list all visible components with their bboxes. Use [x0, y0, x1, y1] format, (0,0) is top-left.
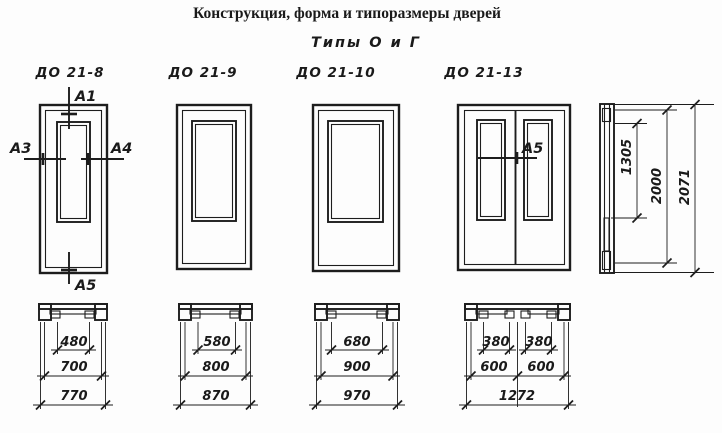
door4-left-glazing-inner [479, 122, 503, 218]
sec4-head-bar [464, 303, 571, 310]
plan-section-do21-10: 680 900 970 [309, 303, 405, 411]
section-mark-a3: А3 [9, 141, 31, 157]
sec2-extension-lines [180, 322, 251, 409]
side-top-notch [601, 107, 612, 123]
door-type-label-do21-8: ДО 21-8 [35, 65, 105, 81]
door1-frame-outer [38, 103, 109, 275]
sec4-extension-lines [466, 322, 569, 409]
sec3-left-jamb [314, 303, 328, 321]
side-leaf-edge [599, 103, 615, 274]
dim-label-380-left: 380 [482, 335, 509, 350]
sec3-right-stile [376, 310, 387, 319]
door1-glazing-outer [56, 121, 91, 223]
door-elevation-do21-13: А5 [456, 103, 572, 272]
door4-left-glazing-outer [476, 119, 506, 221]
section-mark-a4: А4 [110, 141, 132, 157]
sec1-left-stile [50, 310, 61, 319]
dim-label-600-left: 600 [480, 360, 507, 375]
dim-label-2071: 2071 [678, 169, 693, 205]
dim-label-700: 700 [60, 360, 87, 375]
sec1-extension-lines [40, 322, 106, 409]
door2-glazing-outer [191, 120, 237, 222]
sec2-right-jamb [239, 303, 253, 321]
side-lower-panel [603, 217, 610, 252]
plan-section-do21-9: 580 800 870 [173, 303, 258, 411]
dim-label-770: 770 [60, 389, 87, 404]
dim-label-580: 580 [203, 335, 230, 350]
sec4-right-stile [546, 310, 557, 319]
sec2-left-jamb [178, 303, 192, 321]
dim-label-480: 480 [59, 335, 87, 350]
door2-glazing-inner [194, 123, 234, 219]
dim-label-900: 900 [343, 360, 370, 375]
sec4-left-stile [478, 310, 489, 319]
sec1-leaf-bar [49, 308, 97, 315]
plan-section-do21-13: 380 380 600 600 1272 [459, 303, 576, 411]
type-labels: ДО 21-8 ДО 21-9 ДО 21-10 ДО 21-13 [35, 65, 523, 81]
sec2-left-stile [190, 310, 201, 319]
door-elevation-do21-8: А1 А3 А4 А5 [9, 87, 132, 294]
dim-label-1305: 1305 [620, 139, 635, 175]
sec4-left-jamb [464, 303, 478, 321]
sec4-center-left-stile [504, 310, 515, 319]
sec4-center-right-stile [520, 310, 531, 319]
dim-label-600-right: 600 [527, 360, 554, 375]
plan-section-do21-8: 480 700 770 [33, 303, 113, 411]
sec3-left-stile [326, 310, 337, 319]
door-type-label-do21-10: ДО 21-10 [295, 65, 375, 81]
dim-label-380-right: 380 [525, 335, 552, 350]
door3-glazing-inner [330, 123, 381, 220]
sec3-right-jamb [386, 303, 400, 321]
dim-label-1272: 1272 [499, 389, 535, 404]
door2-frame-inner [181, 109, 247, 265]
dim-label-870: 870 [202, 389, 229, 404]
door-type-label-do21-13: ДО 21-13 [443, 65, 523, 81]
door4-right-glazing-outer [523, 119, 553, 221]
door4-right-glazing-inner [526, 122, 550, 218]
door2-frame-outer [175, 103, 253, 271]
sec3-leaf-bar [325, 308, 389, 315]
sec2-leaf-bar [189, 308, 242, 315]
dim-label-680: 680 [343, 335, 370, 350]
side-profile-view: 1305 2000 2071 [599, 99, 714, 278]
section-mark-a1: А1 [74, 89, 96, 105]
door1-frame-inner [44, 109, 103, 269]
sec1-right-stile [84, 310, 95, 319]
sec1-right-jamb [94, 303, 108, 321]
sec3-extension-lines [316, 322, 398, 409]
door4-frame-inner [463, 109, 566, 266]
door1-glazing-inner [59, 124, 88, 220]
door-elevation-do21-10 [311, 103, 401, 273]
dim-label-970: 970 [343, 389, 370, 404]
header: Конструкция, форма и типоразмеры дверей … [193, 5, 501, 51]
page-subtitle: Типы О и Г [311, 35, 421, 51]
door3-frame-outer [311, 103, 401, 273]
dim-label-800: 800 [202, 360, 229, 375]
door3-frame-inner [317, 109, 395, 267]
door-type-label-do21-9: ДО 21-9 [168, 65, 238, 81]
door3-glazing-outer [327, 120, 384, 223]
section-mark-a5-door4: А5 [521, 141, 543, 157]
dim-label-2000: 2000 [650, 168, 665, 204]
sec2-right-stile [229, 310, 240, 319]
sec1-left-jamb [38, 303, 52, 321]
door4-frame-outer [456, 103, 572, 272]
door-elevation-do21-9 [175, 103, 253, 271]
sec4-right-jamb [557, 303, 571, 321]
section-mark-a5: А5 [74, 278, 96, 294]
page-title: Конструкция, форма и типоразмеры дверей [193, 5, 501, 22]
